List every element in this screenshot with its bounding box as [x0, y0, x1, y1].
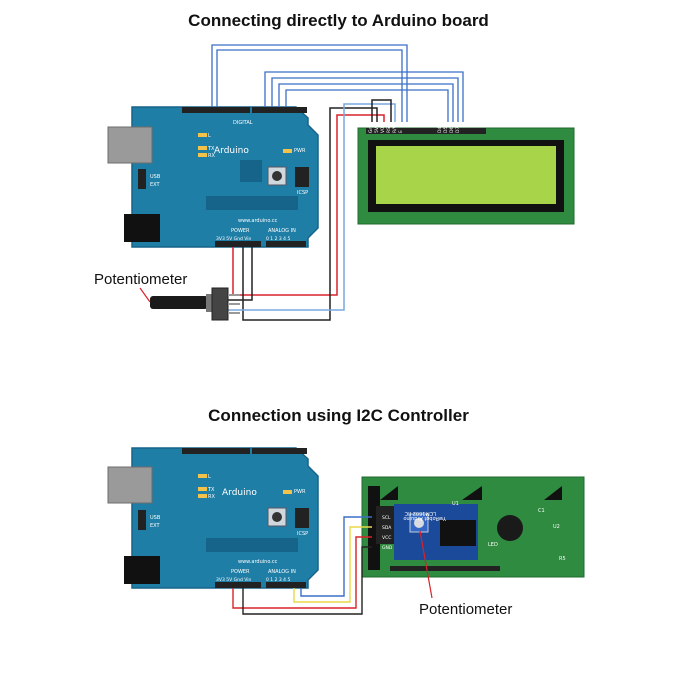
- led-tx-label-top: TX: [207, 146, 215, 152]
- title-direct-connection: Connecting directly to Arduino board: [188, 11, 489, 30]
- led-l-label-bottom: L: [208, 474, 211, 480]
- i2c-pin-label: SDA: [382, 525, 392, 531]
- pwr-label-bottom: PWR: [294, 489, 306, 495]
- potentiometer-pointer-top: [139, 287, 151, 303]
- arduino-name-top: Arduino: [214, 146, 249, 156]
- usb-label-bottom: USB: [150, 515, 161, 521]
- title-i2c-connection: Connection using I2C Controller: [208, 406, 469, 425]
- icsp-label-bottom: ICSP: [297, 531, 308, 537]
- icsp-label-top: ICSP: [297, 190, 308, 196]
- lcd-pin-label: D4: [437, 127, 443, 133]
- data-wires-top: [211, 44, 464, 122]
- power-jack-bottom: [124, 556, 160, 584]
- ext-label-bottom: EXT: [150, 523, 160, 529]
- power-label-bottom: POWER: [231, 569, 250, 575]
- led-rx-label-bottom: RX: [208, 494, 215, 500]
- lcd-pin-label: RS: [386, 127, 392, 133]
- led-l-label-top: L: [208, 133, 211, 139]
- digital-label-top: DIGITAL: [233, 120, 253, 126]
- arduino-board-bottom: Arduino www.arduino.cc POWER ANALOG IN I…: [107, 447, 319, 589]
- potentiometer-label-bottom: Potentiometer: [419, 601, 513, 618]
- lcd-pin-label: D5: [443, 127, 449, 133]
- led-rx-label-top: RX: [208, 153, 215, 159]
- arduino-url-bottom: www.arduino.cc: [238, 559, 278, 565]
- analog-in-label-bottom: ANALOG IN: [268, 569, 296, 575]
- analog-pins-top: 0 1 2 3 4 5: [266, 236, 290, 242]
- usb-label-top: USB: [150, 174, 161, 180]
- i2c-pin-label: SCL: [382, 515, 391, 521]
- pwr-label-top: PWR: [294, 148, 306, 154]
- lcd-pin-label: R/W: [392, 123, 398, 133]
- lcd-pin-label: D6: [449, 127, 455, 133]
- lcd-pin-label: 5V: [374, 126, 380, 133]
- power-label-top: POWER: [231, 228, 250, 234]
- usb-connector-top: [107, 126, 153, 164]
- ext-label-top: EXT: [150, 182, 160, 188]
- lcd-pin-label: D7: [455, 127, 461, 133]
- power-wires-top: [222, 99, 396, 321]
- i2c-brand: YwRobot Arduino: [403, 515, 447, 521]
- analog-in-label-top: ANALOG IN: [268, 228, 296, 234]
- arduino-name-bottom: Arduino: [222, 488, 257, 498]
- lcd-pin-label: Gnd: [368, 124, 374, 133]
- led-tx-label-bottom: TX: [207, 487, 215, 493]
- i2c-pin-label: VCC: [382, 535, 391, 541]
- i2c-board-label: U2: [553, 524, 560, 530]
- usb-connector-bottom: [107, 466, 153, 504]
- power-jack-top: [124, 214, 160, 242]
- i2c-wires: [232, 516, 372, 615]
- lcd-pin-label: V0: [380, 127, 386, 133]
- i2c-board-label: C1: [538, 508, 545, 514]
- lcd-pin-label: E: [398, 130, 404, 133]
- i2c-pin-label: GND: [382, 545, 393, 551]
- power-pins-top: 3V3 5V Gnd Vin: [216, 236, 251, 242]
- arduino-board-top: Arduino www.arduino.cc DIGITAL POWER ANA…: [107, 106, 319, 248]
- potentiometer-label-top: Potentiometer: [94, 271, 188, 288]
- analog-pins-bottom: 0 1 2 3 4 5: [266, 577, 290, 583]
- i2c-board-label: U1: [452, 501, 459, 507]
- i2c-board-label: R5: [559, 556, 566, 562]
- potentiometer-top: [150, 287, 240, 321]
- potentiometer-pointer-bottom: [419, 530, 433, 599]
- i2c-board-label: LED: [488, 542, 498, 548]
- i2c-model: LCM1602 IIC: [404, 510, 436, 516]
- arduino-url-top: www.arduino.cc: [238, 218, 278, 224]
- power-pins-bottom: 3V3 5V Gnd Vin: [216, 577, 251, 583]
